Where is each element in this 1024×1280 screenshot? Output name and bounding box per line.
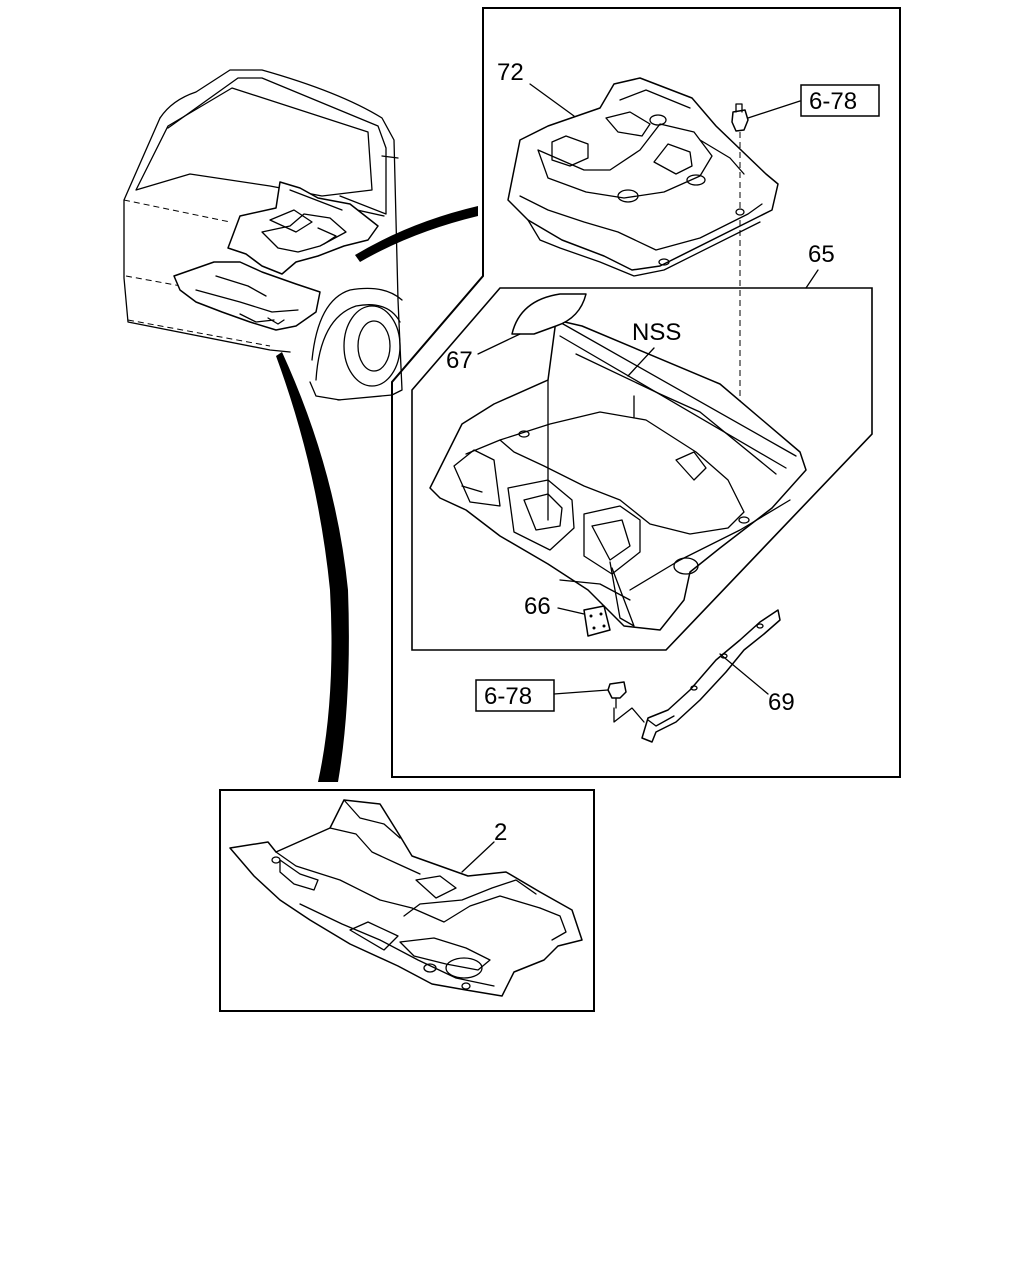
part-72-floor-panel [507, 77, 779, 277]
callout-6-78-bottom-label: 6-78 [484, 683, 532, 710]
callout-6-78-top: 6-78 [731, 84, 880, 500]
callout-65-label: 65 [808, 241, 835, 268]
part-2-front-floor: 2 [229, 799, 583, 997]
callout-2-label: 2 [494, 819, 507, 846]
bolt-icon-bottom [607, 681, 627, 699]
callout-6-78-top-label: 6-78 [809, 88, 857, 115]
part-65-frame: 65 [411, 241, 873, 651]
bolt-icon-top [731, 109, 749, 132]
van-overview [123, 69, 478, 782]
callout-72: 72 [497, 59, 575, 117]
part-69-bracket: 69 6-78 [475, 609, 795, 743]
callout-67-label: 67 [446, 347, 473, 374]
callout-72-label: 72 [497, 59, 524, 86]
part-67-pad: 67 [446, 293, 587, 374]
callout-nss: NSS [627, 319, 681, 377]
bottom-frame [219, 789, 595, 1012]
part-66-plate: 66 [524, 561, 635, 637]
callout-nss-label: NSS [632, 319, 681, 346]
callout-69-label: 69 [768, 689, 795, 716]
callout-66-label: 66 [524, 593, 551, 620]
upper-right-frame [391, 7, 901, 778]
part-65-rear-floor [429, 319, 807, 631]
